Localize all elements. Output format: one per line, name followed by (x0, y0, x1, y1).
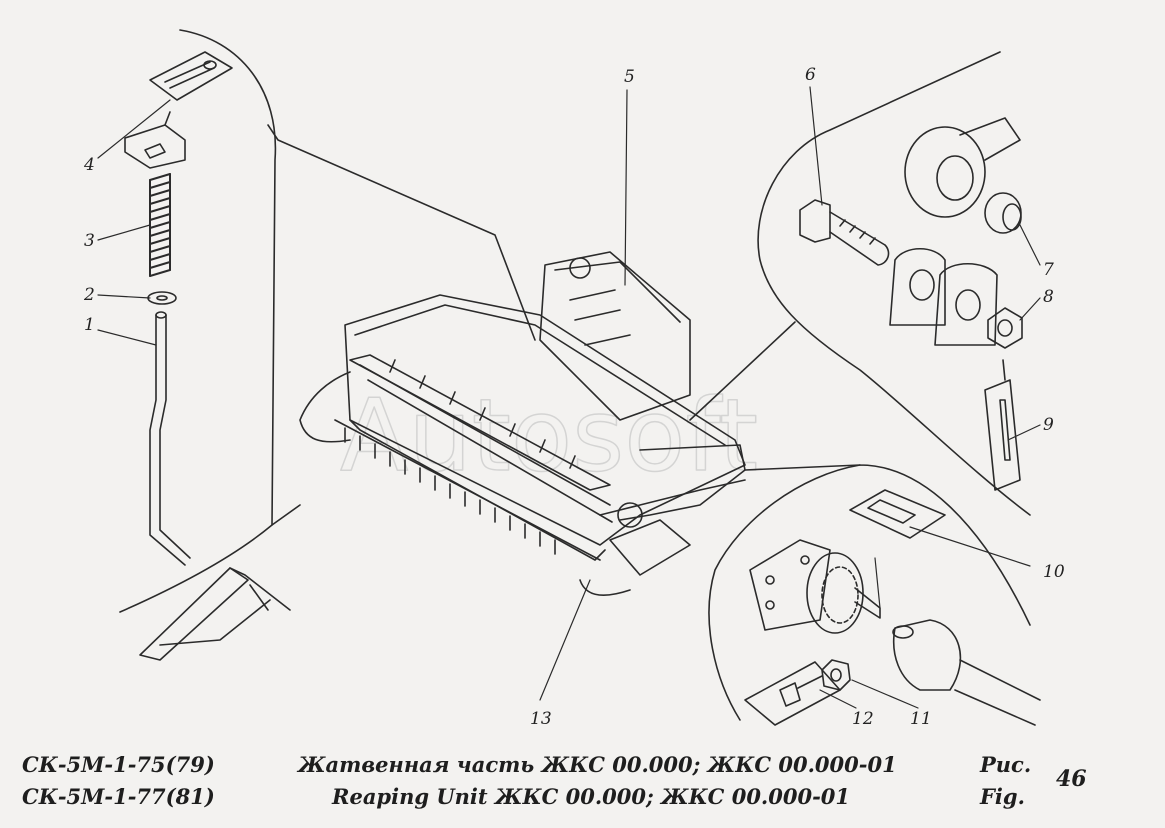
lower-right-detail-outline (708, 464, 1031, 721)
castle-nut-part-8 (987, 307, 1023, 349)
callout-7: 7 (1043, 260, 1054, 280)
fig-label-en: Fig. (980, 784, 1025, 809)
pin-part-4 (149, 51, 233, 101)
nut-part-11 (821, 659, 851, 691)
bushing-part-7 (984, 192, 1022, 234)
callout-1: 1 (84, 315, 95, 335)
shaft-part (892, 619, 1041, 726)
callout-12: 12 (852, 709, 874, 729)
callout-5: 5 (624, 67, 635, 87)
caption-title-en: Reaping Unit ЖКС 00.000; ЖКС 00.000-01 (332, 784, 851, 809)
callout-4: 4 (83, 155, 95, 175)
plate-part (889, 248, 998, 346)
callout-8: 8 (1043, 287, 1054, 307)
parts-diagram: Autosoft (83, 29, 1065, 729)
model-line-1: СК-5М-1-75(79) (22, 752, 215, 777)
spring-part-3 (149, 173, 171, 277)
fig-number: 46 (1056, 766, 1087, 792)
left-detail-outline (119, 29, 277, 613)
callout-leaders (97, 86, 1041, 709)
callout-9: 9 (1043, 415, 1054, 435)
sprocket-flange-part (749, 539, 881, 634)
rod-part-1 (149, 311, 191, 566)
caption-title-ru: Жатвенная часть ЖКС 00.000; ЖКС 00.000-0… (298, 752, 897, 777)
callout-10: 10 (1043, 562, 1065, 582)
bolt-part-6 (799, 199, 890, 266)
model-line-2: СК-5М-1-77(81) (22, 784, 215, 809)
callout-6: 6 (805, 65, 816, 85)
upper-right-detail-outline (757, 51, 1031, 516)
right-leader-mid (744, 464, 861, 471)
left-leader-line-2 (271, 504, 301, 526)
callout-3: 3 (84, 231, 95, 251)
callout-11: 11 (910, 709, 932, 729)
washer-part-2 (147, 291, 177, 305)
fig-label-ru: Рис. (980, 752, 1032, 777)
watermark-text: Autosoft (340, 377, 758, 494)
callout-2: 2 (83, 285, 95, 305)
reaping-unit-assembly (299, 251, 746, 596)
cotter-pin-part-9 (984, 359, 1021, 491)
lever-part (139, 567, 291, 661)
right-leader-top (689, 321, 796, 421)
key-part-10 (849, 489, 946, 539)
left-leader-line (267, 124, 536, 341)
callout-numbers: 1 2 3 4 5 6 7 8 9 10 11 12 13 (83, 65, 1065, 729)
bracket-part (124, 111, 186, 169)
callout-13: 13 (530, 709, 552, 729)
screw-part-12 (744, 661, 841, 726)
hub-part (904, 117, 1021, 218)
